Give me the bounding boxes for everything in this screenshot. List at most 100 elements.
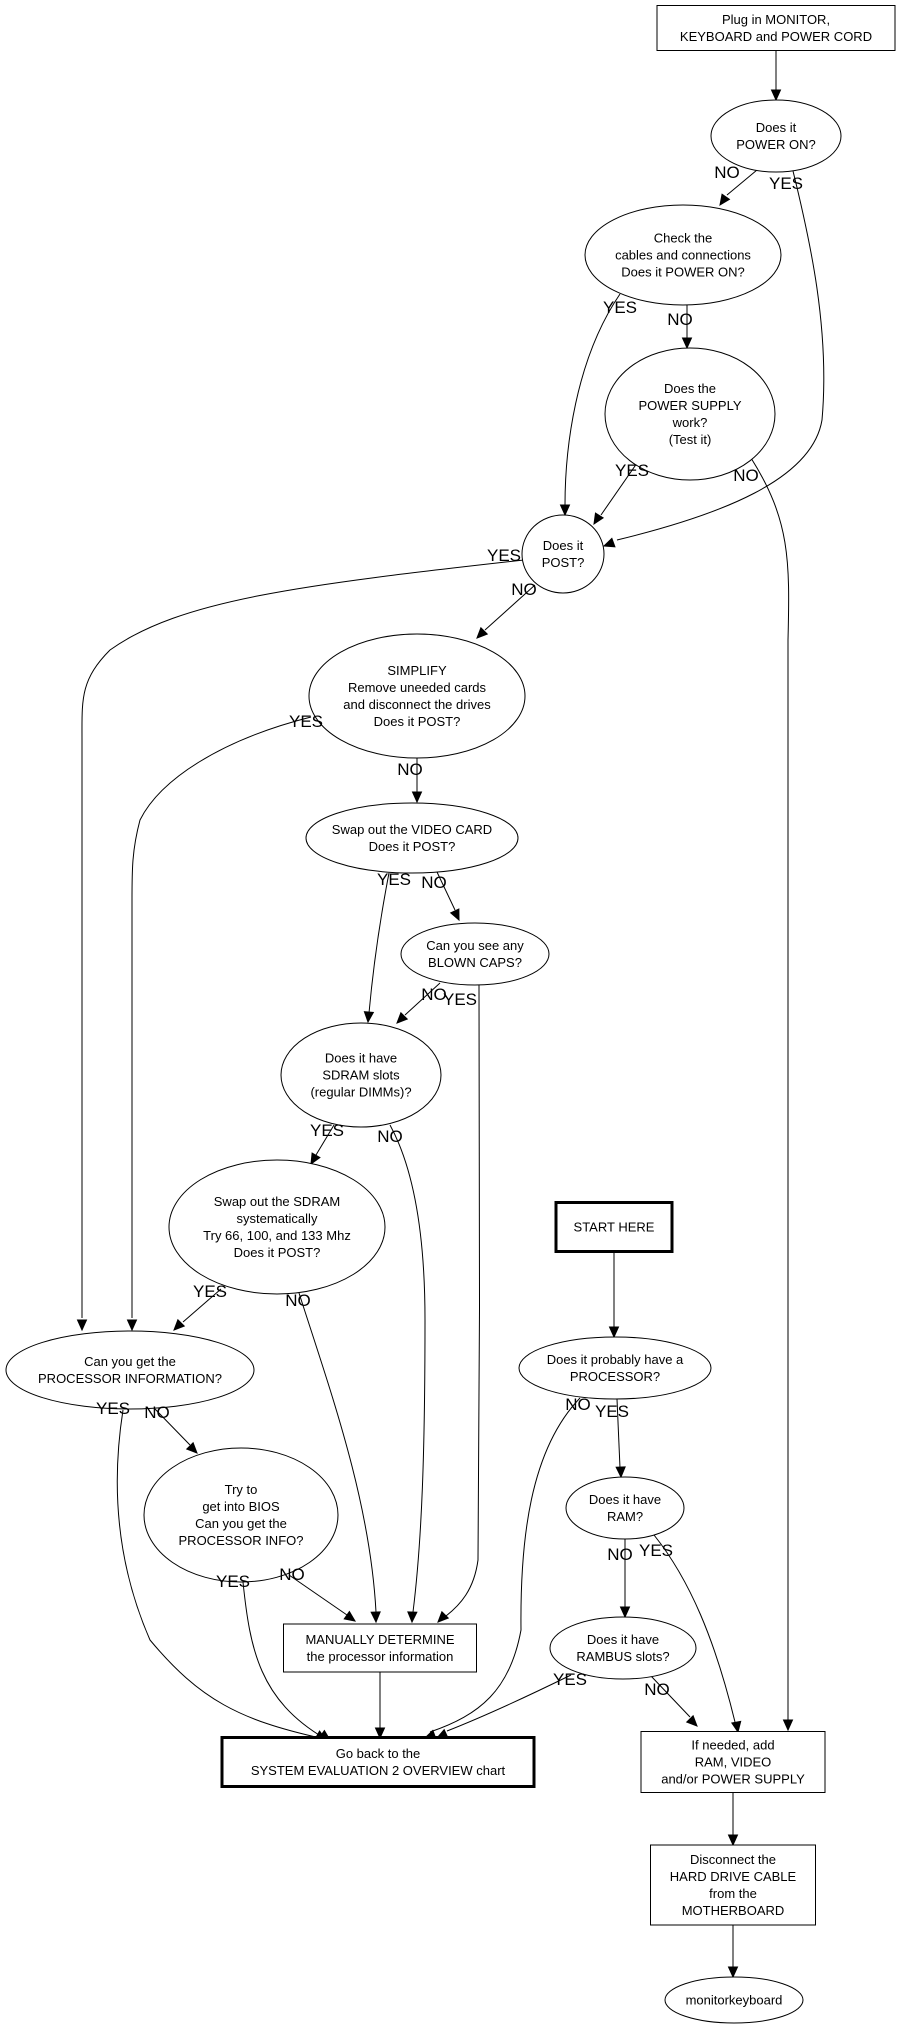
- edge-line: [600, 462, 638, 516]
- decision-ellipse: [664, 1976, 804, 2024]
- edge-label-no: NO: [565, 1395, 591, 1414]
- decision-ellipse: [143, 1447, 339, 1583]
- arrowhead-icon: [602, 537, 616, 548]
- arrowhead-icon: [619, 1606, 631, 1619]
- edge-line: [288, 1574, 348, 1616]
- node-text-line: SYSTEM EVALUATION 2 OVERVIEW chart: [251, 1763, 506, 1778]
- edge-label-yes: YES: [639, 1541, 673, 1560]
- arrowhead-icon: [449, 908, 460, 922]
- edge-swap_sdram-to-processor_info: [173, 1288, 222, 1331]
- arrowhead-icon: [782, 1719, 794, 1732]
- edge-label-yes: YES: [310, 1121, 344, 1140]
- node-text-line: get into BIOS: [202, 1499, 280, 1514]
- edge-label-yes: YES: [487, 546, 521, 565]
- arrowhead-icon: [76, 1319, 88, 1332]
- arrowhead-icon: [343, 1610, 356, 1622]
- process-box: [220, 1736, 536, 1788]
- node-monitorkeyboard[interactable]: monitorkeyboard: [664, 1976, 804, 2024]
- edge-label-yes: YES: [553, 1670, 587, 1689]
- node-text-line: KEYBOARD and POWER CORD: [680, 29, 872, 44]
- node-start[interactable]: START HERE: [554, 1201, 674, 1253]
- edge-line: [616, 170, 825, 541]
- arrowhead-icon: [370, 1611, 381, 1624]
- node-text-line: Swap out the SDRAM: [214, 1194, 340, 1209]
- arrowhead-icon: [681, 337, 693, 350]
- edge-post-to-processor_info: [76, 559, 525, 1332]
- edge-line: [368, 872, 390, 1014]
- edge-line: [116, 1409, 321, 1739]
- node-plug[interactable]: Plug in MONITOR,KEYBOARD and POWER CORD: [656, 5, 896, 51]
- node-text-line: POST?: [542, 555, 585, 570]
- node-text-line: (regular DIMMs)?: [310, 1085, 411, 1100]
- node-post[interactable]: Does it POST?: [521, 514, 605, 594]
- edge-label-yes: YES: [289, 712, 323, 731]
- edge-line: [81, 559, 525, 1318]
- edge-power_on-to-post: [602, 170, 825, 548]
- node-text-line: MANUALLY DETERMINE: [305, 1632, 454, 1647]
- edge-line: [242, 1581, 325, 1739]
- node-text-line: and/or POWER SUPPLY: [661, 1772, 805, 1787]
- node-text-line: PROCESSOR INFO?: [179, 1533, 304, 1548]
- edge-label-yes: YES: [615, 461, 649, 480]
- node-text-line: cables and connections: [615, 248, 751, 263]
- edge-line: [750, 457, 790, 1720]
- arrowhead-icon: [411, 791, 423, 804]
- arrowhead-icon: [310, 1152, 321, 1166]
- edge-label-no: NO: [144, 1403, 170, 1422]
- node-text-line: Does it POWER ON?: [621, 265, 745, 280]
- edge-rambus-to-add_parts: [650, 1675, 698, 1727]
- arrowhead-icon: [608, 1326, 620, 1339]
- decision-ellipse: [5, 1330, 255, 1410]
- edge-line: [404, 982, 441, 1016]
- node-text-line: RAMBUS slots?: [576, 1649, 669, 1664]
- edge-power_on-to-check_cables: [719, 169, 758, 206]
- edge-line: [446, 1674, 572, 1732]
- edge-label-no: NO: [397, 760, 423, 779]
- arrowhead-icon: [615, 1466, 626, 1479]
- process-box: [656, 5, 896, 51]
- decision-ellipse: [549, 1616, 697, 1680]
- decision-ellipse: [521, 514, 605, 594]
- node-text-line: Can you see any: [426, 938, 524, 953]
- edge-sdram_slots-to-swap_sdram: [310, 1124, 335, 1166]
- arrowhead-icon: [685, 1714, 698, 1727]
- edge-line: [182, 1288, 222, 1323]
- edge-line: [564, 293, 621, 506]
- node-text-line: (Test it): [669, 432, 712, 447]
- arrowhead-icon: [173, 1318, 186, 1331]
- edge-label-no: NO: [607, 1545, 633, 1564]
- node-text-line: SDRAM slots: [322, 1068, 400, 1083]
- edge-processor_info-to-bios: [154, 1408, 198, 1454]
- edge-line: [653, 1534, 736, 1723]
- arrowhead-icon: [719, 193, 731, 206]
- node-text-line: Go back to the: [336, 1746, 421, 1761]
- node-text-line: Does it POST?: [234, 1245, 321, 1260]
- edge-line: [436, 871, 456, 911]
- arrowhead-icon: [593, 512, 605, 526]
- decision-ellipse: [400, 922, 550, 986]
- edge-label-yes: YES: [193, 1282, 227, 1301]
- arrowhead-icon: [476, 626, 489, 639]
- edge-power_supply-to-post: [593, 462, 638, 526]
- arrowhead-icon: [374, 1727, 386, 1740]
- node-text-line: Does it: [543, 538, 584, 553]
- decision-ellipse: [604, 347, 776, 481]
